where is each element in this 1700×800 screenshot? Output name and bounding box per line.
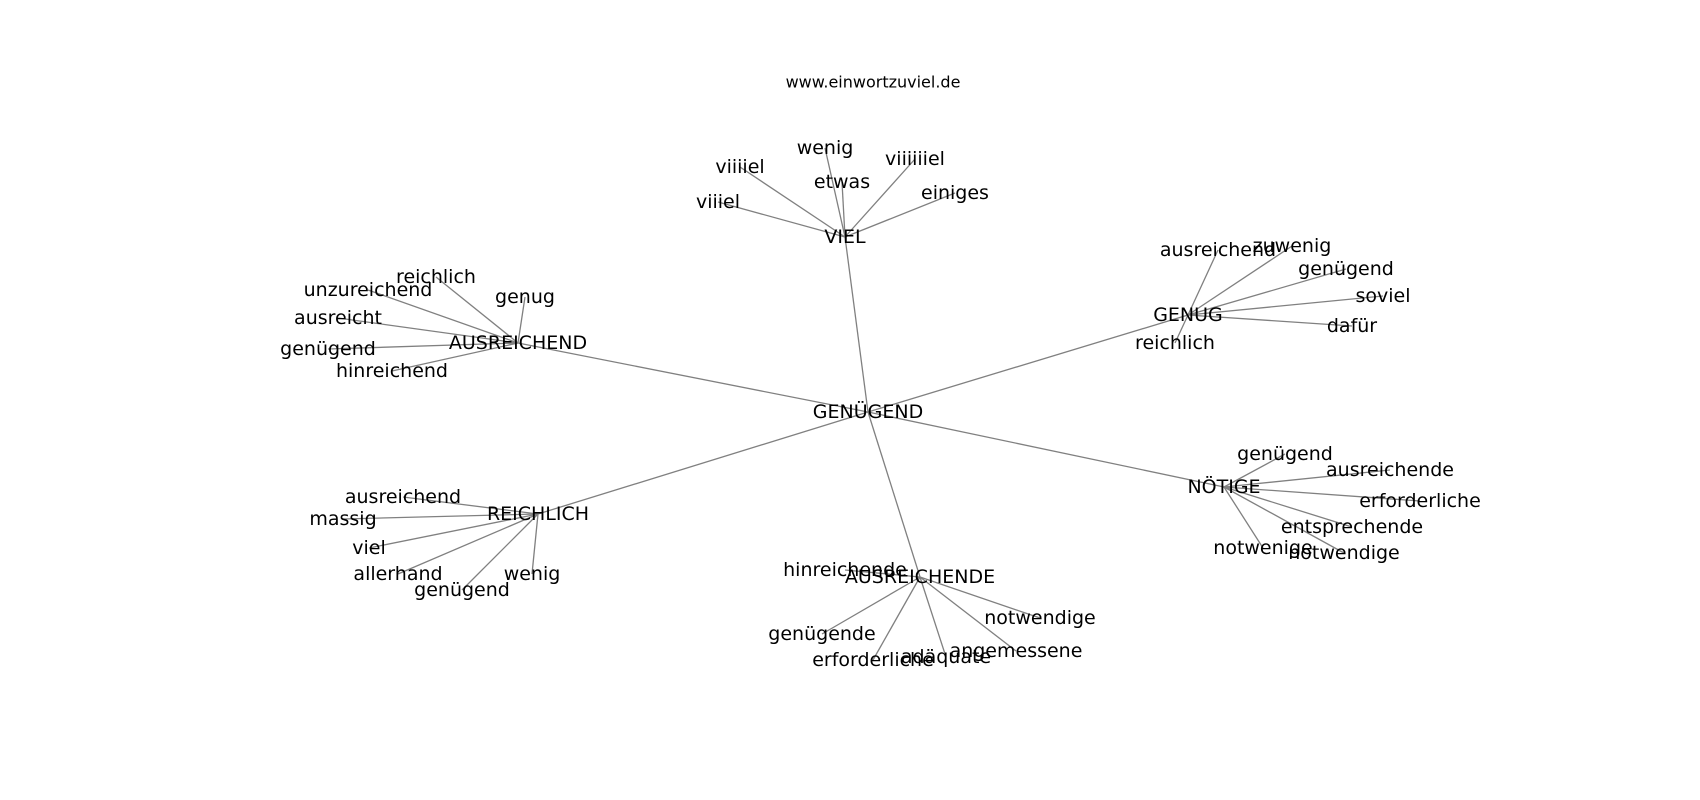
leaf-node-label: zuwenig [1253,235,1332,257]
edge-hub-to-leaf [1223,469,1391,488]
edge-hub-to-leaf [367,289,519,344]
edge-hub-to-leaf [919,576,947,658]
edge-hub-to-leaf [919,576,1041,619]
leaf-node-label: viiiel [696,191,740,213]
hub-node-label: AUSREICHENDE [845,566,995,588]
leaf-node-label: reichlich [1135,332,1215,354]
edge-hub-to-leaf [824,147,846,238]
leaf-node-label: wenig [797,137,854,159]
leaf-node-label: notwendige [1288,542,1399,564]
edge-hub-to-leaf [461,513,539,591]
edge-hub-to-leaf [1223,486,1353,528]
edge-hub-to-leaf [397,513,539,575]
leaf-node-label: angemessene [950,640,1083,662]
hub-node-label: NÖTIGE [1187,475,1260,498]
edge-root-to-hub [867,314,1189,413]
edge-hub-to-leaf [844,569,921,578]
edge-hub-to-leaf [1223,486,1421,502]
leaf-node-label: wenig [504,563,561,585]
edge-hub-to-leaf [517,296,526,344]
edge-hub-to-leaf [872,576,921,661]
edge-hub-to-leaf [337,317,519,344]
leaf-node-label: ausreichend [345,486,461,508]
edge-hub-to-leaf [1187,268,1347,316]
leaf-node-label: genügend [280,338,376,360]
edges [327,147,1421,661]
edge-hub-to-leaf [327,342,519,350]
leaf-node-label: erforderliche [1359,490,1481,512]
edge-hub-to-leaf [1174,314,1189,344]
edge-hub-to-leaf [1187,314,1353,327]
edge-root-to-hub [844,236,869,413]
edge-hub-to-leaf [841,181,846,238]
leaf-node-label: genug [495,286,555,308]
edge-hub-to-leaf [402,496,539,515]
edge-hub-to-leaf [919,576,1017,652]
leaf-node-label: hinreichend [336,360,448,382]
edge-root-to-hub [517,342,869,413]
leaf-node-label: notwenige [1213,537,1312,559]
edge-root-to-hub [867,411,921,578]
edge-root-to-hub [537,411,869,515]
edge-hub-to-leaf [368,513,539,549]
edge-hub-to-leaf [1187,249,1219,316]
edge-hub-to-leaf [844,158,916,238]
leaf-node-label: genügend [414,579,510,601]
leaf-node-label: viel [352,537,386,559]
leaf-node-label: unzureichend [304,279,433,301]
edge-hub-to-leaf [739,166,846,238]
leaf-node-label: massig [309,508,376,530]
edge-hub-to-leaf [1187,295,1384,316]
leaf-node-label: genügende [768,623,875,645]
leaf-node-label: viiiiel [715,156,764,178]
edge-hub-to-leaf [821,576,921,635]
hub-node-label: GENUG [1153,304,1223,326]
edge-hub-to-leaf [342,513,539,520]
leaf-node-label: notwendige [984,607,1095,629]
leaf-node-label: viiiiiiel [885,148,945,170]
hub-node-label: AUSREICHEND [449,332,587,354]
edge-hub-to-leaf [1187,245,1293,316]
leaf-node-label: genügend [1298,258,1394,280]
leaf-node-label: soviel [1355,285,1410,307]
leaf-node-label: ausreichende [1326,459,1454,481]
hub-node-label: VIEL [824,226,866,248]
leaf-node-label: reichlich [396,266,476,288]
edge-hub-to-leaf [1223,486,1345,554]
leaf-node-label: adäquate [901,646,991,668]
edge-hub-to-leaf [1223,453,1286,488]
leaf-node-label: ausreicht [294,307,382,329]
edge-root-to-hub [867,411,1225,488]
edge-hub-to-leaf [391,342,519,372]
leaf-node-label: ausreichend [1160,239,1276,261]
leaf-node-label: hinreichende [783,559,907,581]
site-title: www.einwortzuviel.de [786,73,961,92]
edge-hub-to-leaf [531,513,539,575]
edge-hub-to-leaf [717,201,846,238]
root-node-label: GENÜGEND [813,400,923,423]
leaf-node-label: dafür [1327,315,1377,337]
leaf-node-label: erforderliche [812,649,934,671]
leaf-node-label: allerhand [353,563,442,585]
hub-node-label: REICHLICH [487,503,589,525]
edge-hub-to-leaf [435,276,519,344]
leaf-node-label: einiges [921,182,989,204]
node-labels: GENÜGEND VIEL viiiiel wenig etwas viiiiiiel vi… [280,137,1481,671]
leaf-node-label: entsprechende [1281,516,1423,538]
edge-hub-to-leaf [1223,486,1264,549]
leaf-node-label: genügend [1237,443,1333,465]
leaf-node-label: etwas [814,171,870,193]
edge-hub-to-leaf [844,192,956,238]
